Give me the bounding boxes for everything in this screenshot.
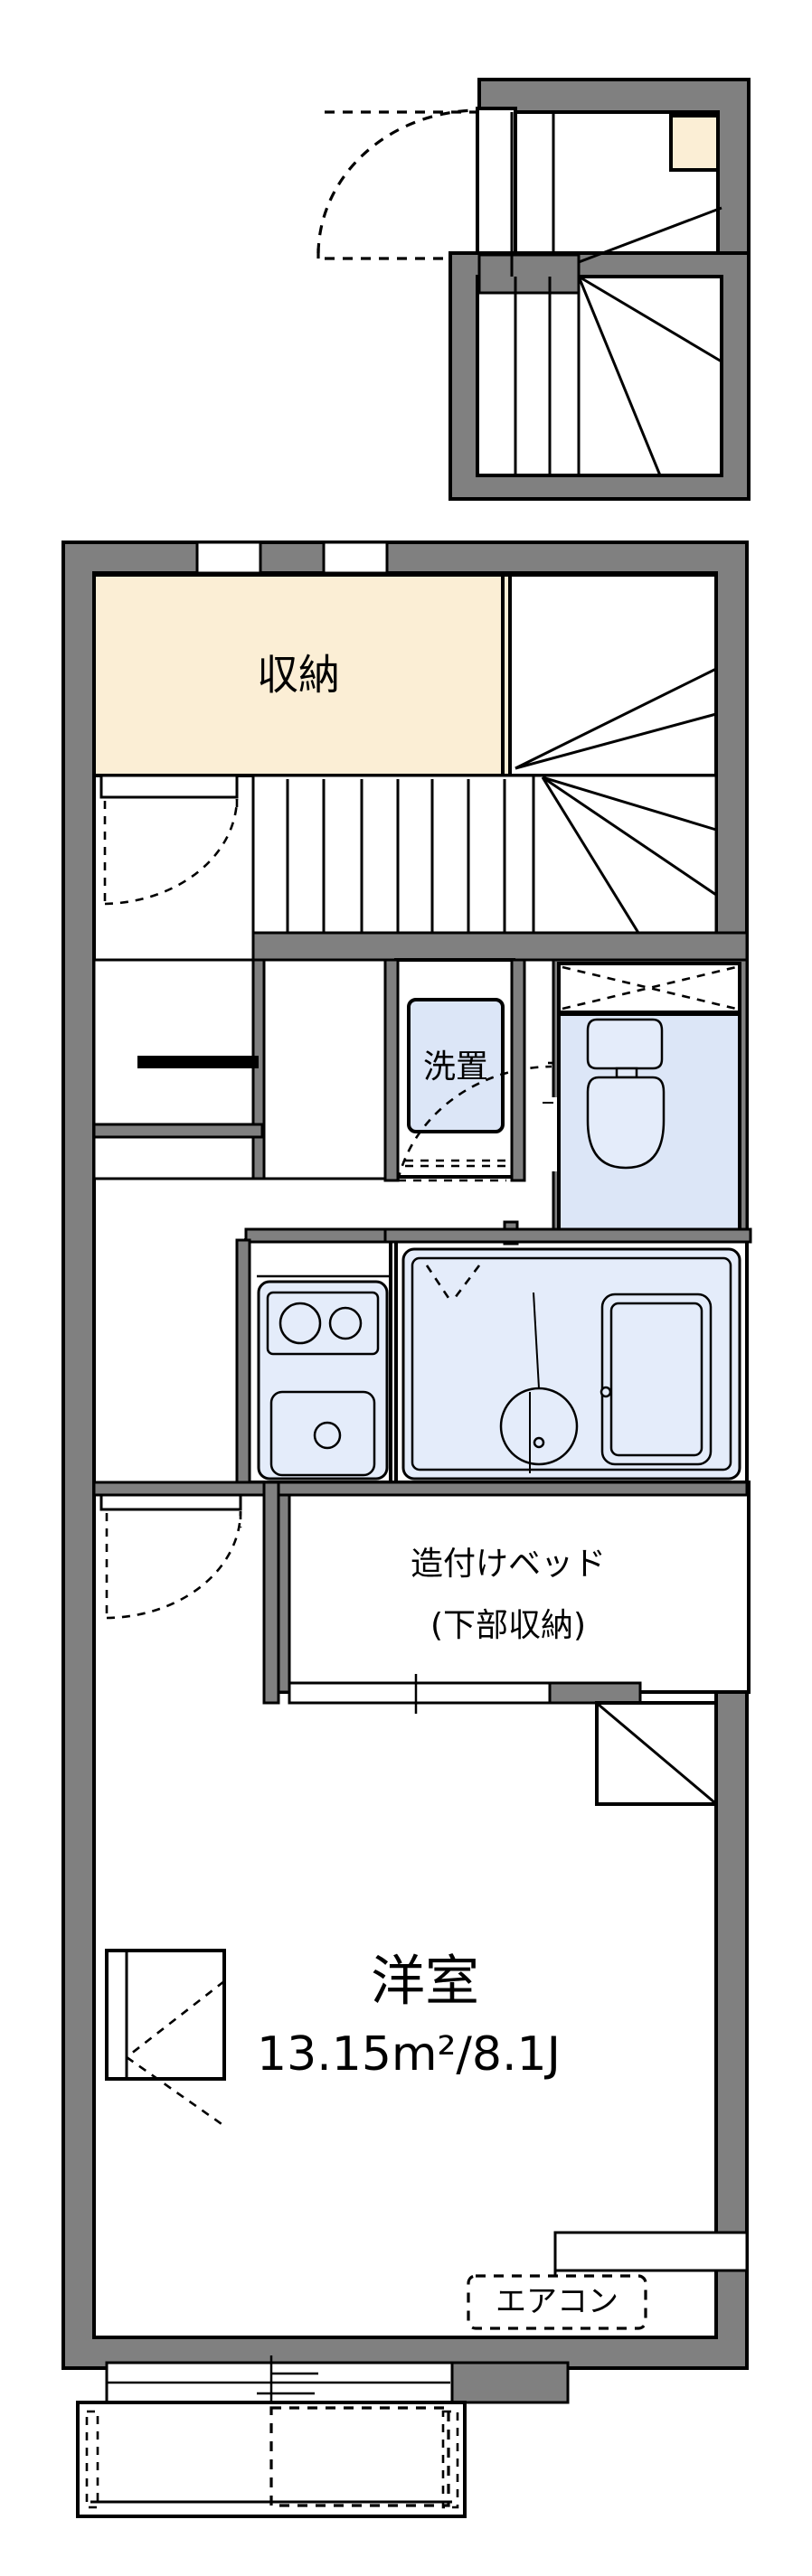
closet-top-window-left: [195, 541, 262, 575]
shoe-box: [669, 114, 720, 172]
stair-landing-block: [477, 253, 581, 295]
toilet-connector: [615, 1067, 638, 1079]
toilet-tank: [586, 1018, 664, 1070]
entrance-door-opening: [476, 107, 517, 255]
aircon-box: [467, 2274, 647, 2330]
main-room-label: 洋室: [371, 1951, 479, 2014]
bathtub-drain: [600, 1386, 612, 1398]
washer-pan: [407, 998, 505, 1133]
entry-storage-label: 収納: [257, 651, 340, 700]
stair-upper-diagonal: [578, 206, 722, 264]
main-room-area-label: 13.15m²/8.1J: [257, 2027, 561, 2082]
stair-diagonal-up: [515, 667, 717, 770]
builtin-bed-area: [275, 1481, 751, 1694]
partition-walls: [92, 958, 752, 1705]
gas-burner-large: [279, 1302, 322, 1345]
window-open-indicator-1: [126, 1979, 225, 2059]
entry-closet-area: [92, 573, 505, 777]
bath-door-arrow-left: [425, 1264, 450, 1299]
hall-door-upper-leaf-slot[interactable]: [99, 774, 239, 799]
right-storage-group: [595, 1701, 718, 1806]
basin-counter-edge: [533, 1292, 540, 1389]
main-stair-group: [251, 573, 749, 962]
toilet-bowl: [586, 1076, 666, 1170]
aircon-bracket: [553, 2231, 749, 2272]
main-room-group: 洋室 13.15m²/8.1J: [105, 1949, 561, 2128]
bed-front-panel-right: [548, 1681, 642, 1705]
left-window-frame: [105, 1949, 226, 2081]
balcony-lower-dashed-zone: [269, 2406, 450, 2507]
hallway-ledge: [137, 1056, 259, 1068]
laundry-left-wall: [383, 958, 400, 1182]
entry-closet-group: 収納: [92, 541, 505, 799]
stair-winder-fan: [542, 776, 717, 832]
toilet-overhead-storage: [557, 962, 741, 1014]
gas-burner-small: [328, 1306, 363, 1340]
stair-run-area: [476, 275, 723, 477]
hallway-lower-wall: [92, 1123, 264, 1139]
kitchen-left-wall: [235, 1238, 251, 1488]
entrance-stair-block: [316, 78, 751, 501]
bathroom-group: [394, 1220, 749, 1488]
stair-upper-landing: [501, 573, 718, 777]
right-storage-diagonal: [598, 1703, 715, 1804]
laundry-label: 洗置: [423, 1048, 488, 1086]
hallway-divider-wall: [251, 958, 266, 1180]
hall-door-upper-group[interactable]: [99, 774, 239, 906]
stair-winder-area: [532, 774, 718, 958]
closet-top-window-right: [322, 541, 389, 575]
room-upper-left-wall: [92, 1481, 286, 1497]
laundry-right-wall: [510, 958, 526, 1182]
stair-winder-line: [578, 275, 722, 363]
closet-edge-strip: [501, 573, 512, 777]
bathtub-inner: [609, 1302, 703, 1457]
stair-straight-run: [251, 774, 535, 958]
balcony-right-wall-stub: [450, 2361, 570, 2404]
balcony-right-rail: [441, 2410, 459, 2509]
hall-door-upper-swing-arc: [104, 798, 239, 906]
toilet-group: [543, 958, 749, 1242]
hallway-group: [92, 958, 394, 1180]
builtin-bed-group: 造付けベッド (下部収納): [275, 1481, 751, 1714]
washbasin-drain: [533, 1436, 545, 1449]
stair-winder-line: [577, 276, 662, 476]
stair-winder-fan: [542, 776, 717, 897]
stair-diagonal-up2: [515, 712, 717, 770]
bath-top-wall: [383, 1227, 752, 1244]
bath-door-arrow-right: [450, 1264, 481, 1302]
stair-base-wall: [251, 931, 749, 962]
kitchen-top-wall: [244, 1227, 400, 1244]
bed-left-partition: [262, 1481, 280, 1705]
balcony-left-rail: [85, 2410, 99, 2509]
laundry-group: 洗置: [394, 958, 515, 1179]
window-open-indicator-2: [126, 2055, 225, 2128]
balcony-group: [76, 2355, 570, 2518]
aircon-label: エアコン: [496, 2284, 618, 2320]
kitchen-group: [244, 1238, 392, 1484]
entrance-door-swing-arc: [316, 108, 478, 254]
aircon-group: エアコン: [467, 2231, 749, 2330]
hallway-floor: [92, 958, 394, 1180]
builtin-bed-label-2: (下部収納): [430, 1607, 586, 1644]
room-upper-right-wall: [269, 1481, 749, 1497]
builtin-bed-label-1: 造付けベッド: [411, 1546, 606, 1583]
washbasin: [499, 1387, 579, 1466]
bed-front-panel-left: [288, 1681, 552, 1705]
stair-winder-fan: [541, 776, 655, 957]
kitchen-drain: [313, 1421, 342, 1450]
